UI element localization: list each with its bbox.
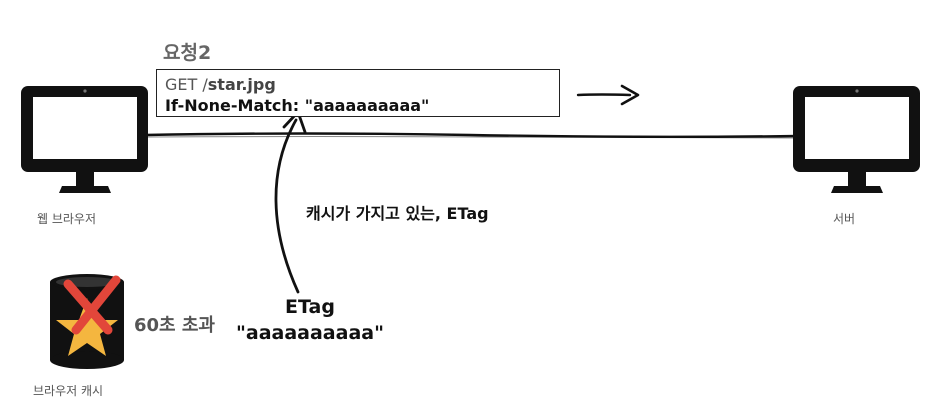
etag-value: "aaaaaaaaaa": [235, 322, 384, 344]
browser-label: 웹 브라우저: [37, 212, 97, 226]
browser-monitor-icon: [21, 86, 148, 193]
etag-annotation: 캐시가 가지고 있는, ETag: [306, 204, 489, 223]
star-icon: [56, 298, 118, 356]
curved-arrow-icon: [274, 110, 307, 294]
arrow-right-icon: [576, 84, 640, 106]
cross-icon: [63, 275, 121, 335]
request-message-box: [156, 69, 560, 117]
etag-title: ETag: [285, 296, 335, 318]
request-line: GET /star.jpg: [165, 75, 276, 94]
server-label: 서버: [833, 212, 856, 226]
request-title: 요청2: [163, 42, 212, 64]
cache-expired-label: 60초 초과: [134, 315, 215, 336]
request-file: star.jpg: [207, 75, 276, 94]
connection-line: [143, 132, 800, 138]
connection-line-shadow: [147, 136, 797, 139]
request-header-if-none-match: If-None-Match: "aaaaaaaaaa": [165, 96, 430, 115]
server-monitor-icon: [793, 86, 920, 193]
browser-cache-label: 브라우저 캐시: [33, 384, 104, 398]
request-method-path: GET /: [165, 75, 208, 94]
